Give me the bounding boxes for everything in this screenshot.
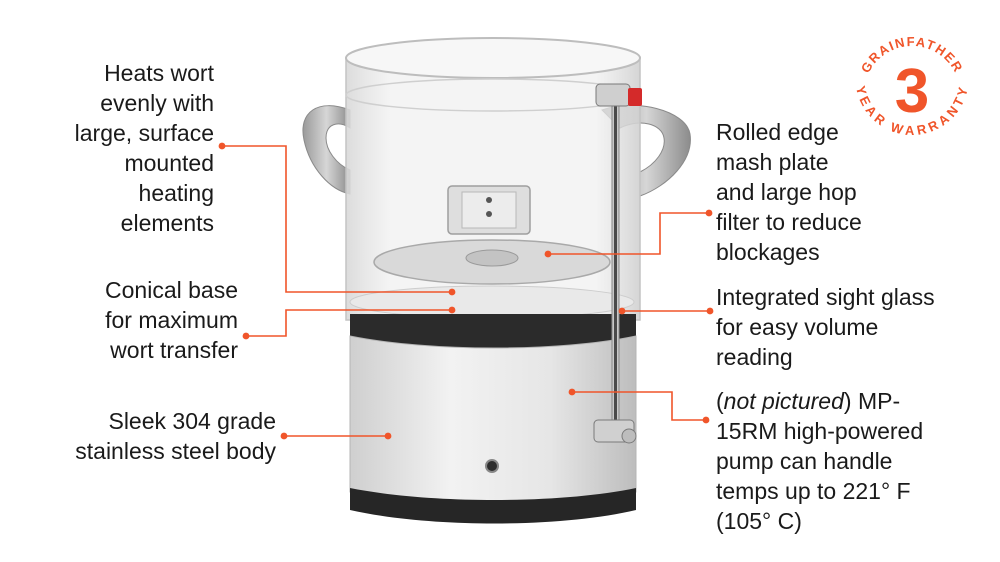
conical-line — [246, 309, 452, 337]
mash-plate-callout: Rolled edge mash plate and large hop fil… — [716, 117, 862, 267]
pump-first-line: (not pictured) MP- — [716, 388, 901, 414]
warranty-badge: GRAINFATHER 3 YEAR WARRANTY — [853, 34, 970, 138]
callout-text: for easy volume — [716, 314, 879, 340]
callout-text: large, surface — [74, 120, 214, 146]
callout-text: Heats wort — [104, 60, 214, 86]
callout-lines — [222, 145, 710, 437]
callout-text: stainless steel body — [75, 438, 276, 464]
callout-text: MP- — [857, 388, 901, 414]
badge-years: 3 — [895, 57, 929, 126]
callout-text: evenly with — [100, 90, 214, 116]
callout-text: elements — [120, 210, 214, 236]
glass-rim — [345, 37, 641, 79]
black-band — [350, 314, 636, 350]
top-valve — [595, 83, 631, 107]
callout-text: and large hop — [716, 179, 857, 205]
callout-text: (105° C) — [716, 508, 802, 534]
not-pictured-note: not pictured — [723, 388, 844, 414]
left-handle — [302, 105, 351, 195]
red-valve-handle — [628, 88, 642, 106]
heating-line — [222, 145, 452, 293]
callout-text: mash plate — [716, 149, 829, 175]
steel-body — [349, 335, 637, 505]
callout-text: for maximum — [105, 307, 238, 333]
callout-text: Sleek 304 grade — [108, 408, 276, 434]
callout-text: wort transfer — [110, 337, 238, 363]
mash-plate-line — [548, 212, 709, 255]
callout-text: Conical base — [105, 277, 238, 303]
callout-text: reading — [716, 344, 793, 370]
callout-text: filter to reduce — [716, 209, 862, 235]
callout-text: pump can handle — [716, 448, 893, 474]
callout-text: 15RM high-powered — [716, 418, 924, 444]
pump-callout: (not pictured) MP- 15RM high-powered pum… — [716, 386, 923, 536]
pump-line — [572, 391, 706, 421]
heating-callout: Heats wort evenly with large, surface mo… — [75, 58, 214, 238]
outlet-port — [485, 459, 499, 473]
right-handle — [601, 104, 691, 197]
callout-dots — [218, 142, 714, 440]
callout-text: blockages — [716, 239, 820, 265]
body-callout: Sleek 304 grade stainless steel body — [75, 406, 276, 466]
callout-text: mounted — [124, 150, 214, 176]
base-ring — [350, 488, 636, 524]
callout-text: heating — [138, 180, 214, 206]
sight-glass-callout: Integrated sight glass for easy volume r… — [716, 282, 935, 372]
callout-text: Integrated sight glass — [716, 284, 935, 310]
callout-text: temps up to 221° F — [716, 478, 911, 504]
conical-base-callout: Conical base for maximum wort transfer — [105, 275, 238, 365]
callout-text: Rolled edge — [716, 119, 839, 145]
